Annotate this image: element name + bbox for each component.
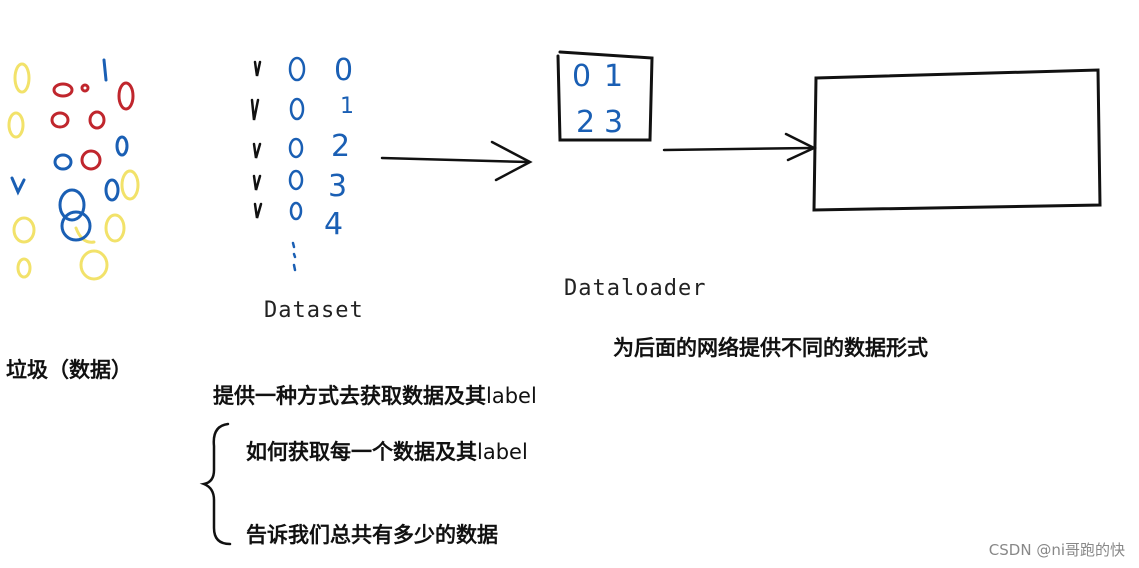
curly-brace bbox=[199, 422, 232, 546]
dataset-digit: 2 bbox=[331, 129, 350, 164]
dataset-digit: 3 bbox=[328, 169, 347, 204]
network-box bbox=[812, 68, 1102, 212]
dataloader-batch-box bbox=[556, 50, 654, 142]
batch-digit: 2 bbox=[576, 105, 595, 140]
dataset-digit: 1 bbox=[340, 94, 354, 119]
dataloader-label: Dataloader bbox=[564, 276, 707, 301]
batch-digits: 0 1 2 3 bbox=[572, 59, 623, 140]
watermark: CSDN @ni哥跑的快 bbox=[988, 541, 1125, 559]
garbage-scribbles bbox=[7, 58, 140, 281]
dataset-digit: 0 bbox=[334, 53, 353, 88]
batch-digit: 1 bbox=[604, 59, 623, 94]
dataset-label: Dataset bbox=[264, 298, 364, 323]
arrow-dataloader-to-network bbox=[662, 132, 817, 162]
dataset-description: 提供一种方式去获取数据及其label bbox=[213, 380, 537, 410]
batch-digit: 0 bbox=[572, 59, 591, 94]
dataset-digit: 4 bbox=[324, 207, 343, 242]
dataset-description-text: 提供一种方式去获取数据及其 bbox=[213, 384, 486, 408]
dataset-digit-column: 0 1 2 3 4 bbox=[324, 53, 354, 242]
sub-item-1-text: 如何获取每一个数据及其 bbox=[246, 440, 477, 464]
arrow-dataset-to-dataloader bbox=[380, 140, 533, 182]
batch-digit: 3 bbox=[604, 105, 623, 140]
dataset-black-column bbox=[250, 60, 263, 219]
sub-item-1: 如何获取每一个数据及其label bbox=[246, 436, 528, 466]
dataloader-description: 为后面的网络提供不同的数据形式 bbox=[613, 336, 928, 360]
sub-item-1-suffix: label bbox=[477, 440, 528, 464]
sub-item-2: 告诉我们总共有多少的数据 bbox=[246, 523, 498, 547]
dataset-description-suffix: label bbox=[486, 384, 537, 408]
garbage-label: 垃圾（数据） bbox=[6, 358, 132, 382]
dataset-blue-zeros bbox=[288, 56, 306, 272]
